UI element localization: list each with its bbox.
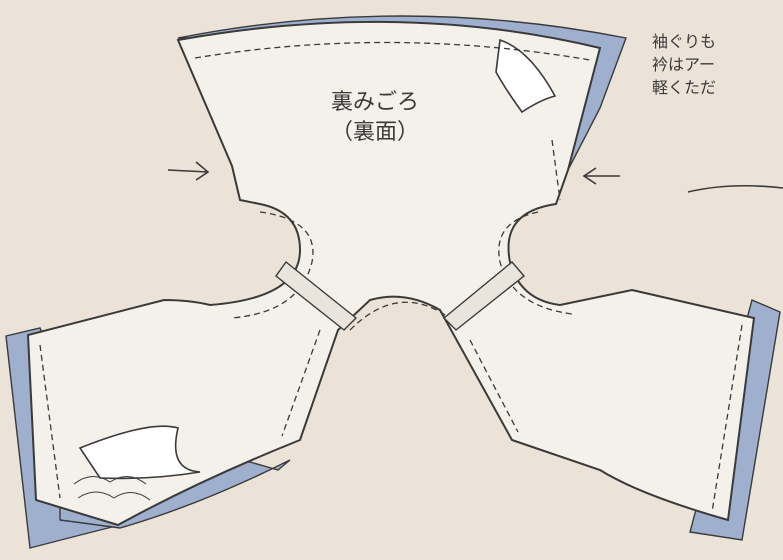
- instruction-note: 袖ぐりも 衿はアー 軽くただ: [652, 30, 783, 99]
- left-arrow-icon: [167, 161, 210, 181]
- right-armhole-stitch: [498, 211, 573, 315]
- left-side-stitch: [281, 329, 321, 437]
- left-armhole-stitch: [231, 211, 314, 319]
- right-edge-stitch: [711, 324, 743, 513]
- left-edge-stitch: [39, 344, 61, 499]
- top-stitch-line: [194, 41, 591, 61]
- right-bias-strip: [442, 261, 526, 331]
- lace-scallop-2: [77, 491, 151, 501]
- back-bodice-piece: [26, 20, 756, 527]
- right-upper-stitch: [551, 139, 561, 201]
- piece-label-title: 裏みごろ: [330, 90, 419, 115]
- left-bias-strip: [275, 260, 358, 331]
- note-line-3: 軽くただ: [652, 78, 717, 97]
- left-sleeve-fold-flap: [78, 425, 201, 480]
- lace-scallop-1: [73, 476, 147, 485]
- note-line-2: 衿はアー: [652, 55, 716, 74]
- lace-trim: [73, 476, 151, 501]
- right-side-stitch: [469, 339, 519, 433]
- piece-label-subtitle: （裏面）: [330, 120, 419, 145]
- right-arrow-icon: [582, 167, 620, 185]
- stitch-lines: [39, 41, 743, 513]
- note-line-1: 袖ぐりも: [652, 32, 717, 51]
- neckline-stitch: [349, 301, 453, 331]
- top-corner-fold-flap: [495, 38, 557, 114]
- bias-strips: [275, 260, 526, 331]
- arrows: [167, 161, 783, 193]
- piece-label: 裏みごろ （裏面）: [300, 88, 450, 148]
- leader-line: [687, 184, 783, 193]
